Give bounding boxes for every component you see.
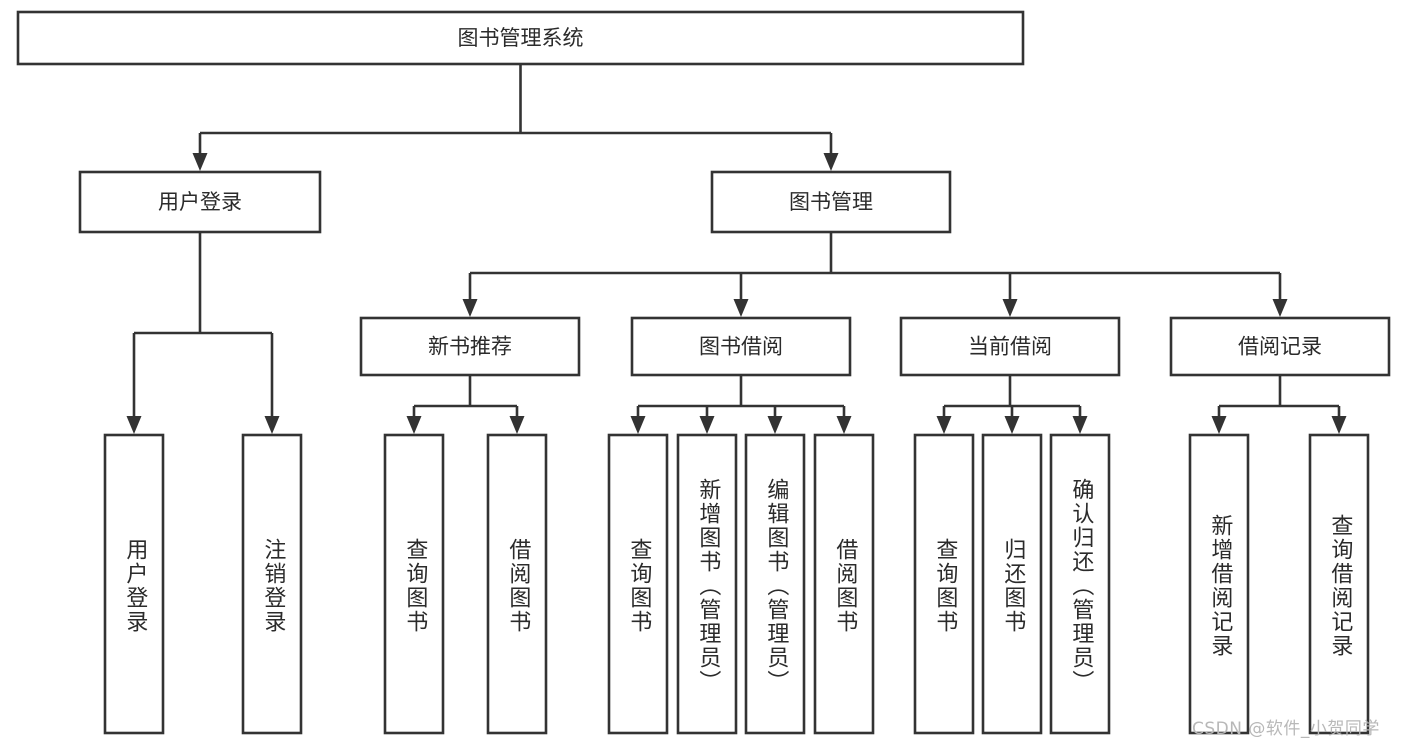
node-box-l1_user[interactable] [78, 170, 322, 234]
arrowhead-icon-leaf_05 [630, 416, 646, 434]
arrowhead-icon-leaf_04 [509, 416, 525, 434]
node-box-leaf_04[interactable] [486, 433, 548, 735]
arrowhead-icon-l2_borrow [733, 299, 749, 317]
node-label-l2_new: 新书推荐 [428, 335, 512, 359]
node-label-root: 图书管理系统 [458, 26, 584, 50]
arrowhead-icon-leaf_10 [1004, 416, 1020, 434]
arrowhead-icon-leaf_01 [126, 416, 142, 434]
arrowhead-icon-leaf_12 [1211, 416, 1227, 434]
node-label-l2_borrow: 图书借阅 [699, 335, 783, 359]
node-box-leaf_12[interactable] [1188, 433, 1250, 735]
node-box-leaf_06[interactable] [676, 433, 738, 735]
arrowhead-icon-l2_record [1272, 299, 1288, 317]
node-box-leaf_03[interactable] [383, 433, 445, 735]
nodes-layer [16, 10, 1391, 735]
node-box-l2_current[interactable] [899, 316, 1121, 377]
arrowhead-icon-l1_book [823, 153, 839, 171]
arrowhead-icon-leaf_07 [767, 416, 783, 434]
node-box-leaf_07[interactable] [744, 433, 806, 735]
node-box-leaf_05[interactable] [607, 433, 669, 735]
node-label-l2_current: 当前借阅 [968, 335, 1052, 359]
node-box-leaf_01[interactable] [103, 433, 165, 735]
arrowhead-icon-l2_new [462, 299, 478, 317]
node-box-leaf_11[interactable] [1049, 433, 1111, 735]
node-box-leaf_09[interactable] [913, 433, 975, 735]
edges-layer [126, 64, 1347, 434]
arrowhead-icon-leaf_11 [1072, 416, 1088, 434]
arrowhead-icon-leaf_02 [264, 416, 280, 434]
node-box-leaf_02[interactable] [241, 433, 303, 735]
node-box-l1_book[interactable] [710, 170, 952, 234]
node-box-l2_new[interactable] [359, 316, 581, 377]
arrowhead-icon-leaf_08 [836, 416, 852, 434]
node-box-l2_borrow[interactable] [630, 316, 852, 377]
arrowhead-icon-leaf_13 [1331, 416, 1347, 434]
node-box-l2_record[interactable] [1169, 316, 1391, 377]
arrowhead-icon-l1_user [192, 153, 208, 171]
node-box-root[interactable] [16, 10, 1025, 66]
arrowhead-icon-leaf_09 [936, 416, 952, 434]
arrowhead-icon-leaf_06 [699, 416, 715, 434]
node-label-l1_user: 用户登录 [158, 190, 242, 214]
arrowhead-icon-leaf_03 [406, 416, 422, 434]
node-label-l1_book: 图书管理 [789, 190, 873, 214]
node-label-l2_record: 借阅记录 [1238, 335, 1322, 359]
node-box-leaf_10[interactable] [981, 433, 1043, 735]
node-box-leaf_08[interactable] [813, 433, 875, 735]
node-box-leaf_13[interactable] [1308, 433, 1370, 735]
arrowhead-icon-l2_current [1002, 299, 1018, 317]
